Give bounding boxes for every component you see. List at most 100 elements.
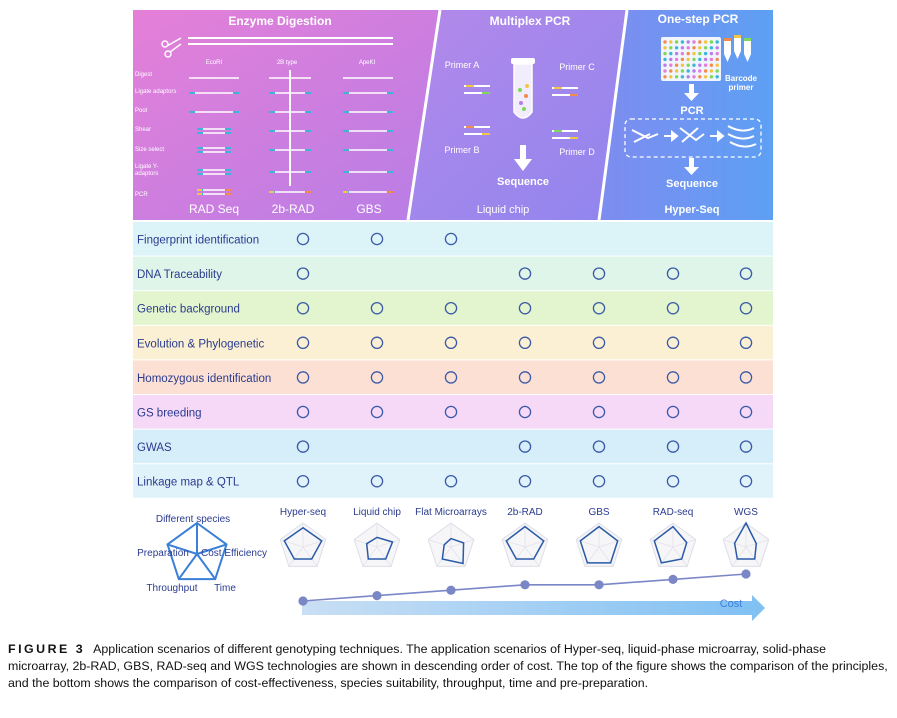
applicable-mark [444,371,458,384]
well-dot [686,51,690,56]
method-name: Flat Microarrays [415,507,487,518]
well-dot [674,75,679,79]
primer-d-label: Primer D [559,147,595,157]
well-dot [663,75,667,79]
radar-grid-spoke [745,546,761,567]
application-row: DNA Traceability [133,256,773,291]
enzyme-name-2b: 2B type [277,60,298,66]
label-gbs: GBS [356,202,381,216]
applicable-mark [518,405,532,419]
enzyme-step-label: Ligate adaptors [135,89,176,95]
well-dot [703,69,708,73]
well-dot [686,69,690,73]
well-dot [674,46,679,50]
well-dot [669,40,673,44]
radar-score-shape [283,526,323,560]
radar-score-shape [653,525,688,564]
radar-score-shape [579,525,619,564]
method-radar [427,522,475,567]
application-row-label: Fingerprint identification [137,235,259,247]
cost-point [741,569,751,579]
applicable-mark [739,301,753,315]
applicable-mark [370,474,384,488]
well-dot [686,46,690,50]
applicable-mark [592,336,606,350]
primer-c-label: Primer C [559,62,595,72]
applicable-mark [296,405,310,419]
application-row-label: Homozygous identification [137,373,271,385]
applicable-mark [739,371,753,384]
radar-grid-spoke [510,546,526,567]
method-name: RAD-seq [653,507,694,518]
method-name: 2b-RAD [507,507,543,518]
well-dot [698,57,702,62]
enzyme-fragment-art [189,70,393,195]
well-dot [703,57,708,62]
method-name: GBS [588,507,609,518]
radar-score-shape [505,525,545,560]
radar-legend-spoke [177,553,198,580]
test-tube-icon [511,58,535,119]
well-dot [674,40,679,44]
radar-score-shape [441,537,465,565]
cost-arrow [302,595,765,621]
applicable-mark [518,474,532,488]
applicable-mark [666,440,680,453]
enzyme-step-label: Digest [135,72,152,78]
well-dot [680,69,685,73]
primer-a-label: Primer A [445,60,480,70]
applicable-mark [592,440,606,453]
caption-text: Application scenarios of different genot… [8,642,888,690]
applicable-mark [666,336,680,350]
label-hyper-seq: Hyper-Seq [664,204,719,216]
well-dot [709,46,714,50]
applicable-mark [739,440,753,453]
well-dot [674,51,679,56]
well-dot [680,40,685,44]
label-liquid-chip: Liquid chip [477,204,530,216]
onestep-panel-title: One-step PCR [658,12,739,26]
applicable-mark [444,232,458,246]
method-radar [353,522,401,567]
applicable-mark [666,474,680,488]
well-dot [680,51,685,56]
applicable-mark [296,232,310,246]
onestep-pcr-label: PCR [680,105,703,117]
radar-axis-preparation: Preparation [137,548,189,559]
radar-grid-spoke [672,546,688,567]
applicable-mark [666,301,680,315]
application-row-label: Evolution & Phylogenetic [137,338,264,350]
cost-label: Cost [720,598,743,610]
well-dot [692,69,696,73]
applicable-mark [592,371,606,384]
radar-axis-cost-efficiency: Cost Efficiency [201,548,267,559]
enzyme-step-label: Ligate Y-adaptors [135,164,158,177]
arrow-down-icon [514,145,532,171]
cost-point [446,585,456,595]
application-row: GS breeding [133,395,773,429]
application-row-bg [133,360,773,394]
well-dot [709,57,714,62]
radar-score-shape [733,521,758,560]
well-dot [698,51,702,56]
well-dot [692,63,696,67]
well-dot [669,75,673,79]
radar-grid-spoke [376,546,392,567]
application-row-bg [133,325,773,360]
applicable-mark [518,267,532,280]
application-row-label: Genetic background [137,304,240,316]
applicable-mark [518,371,532,384]
well-dot [680,57,685,62]
well-dot [663,46,667,50]
well-dot [709,40,714,44]
applicable-mark [296,440,310,453]
well-dot [669,51,673,56]
radar-grid-spoke [428,539,452,548]
method-radar [279,522,327,567]
cost-point [594,580,604,590]
figure-label: FIGURE 3 [8,642,86,656]
multiplex-sequence-label: Sequence [497,176,549,188]
enzyme-step-label: PCR [135,192,148,198]
well-dot [674,69,679,73]
